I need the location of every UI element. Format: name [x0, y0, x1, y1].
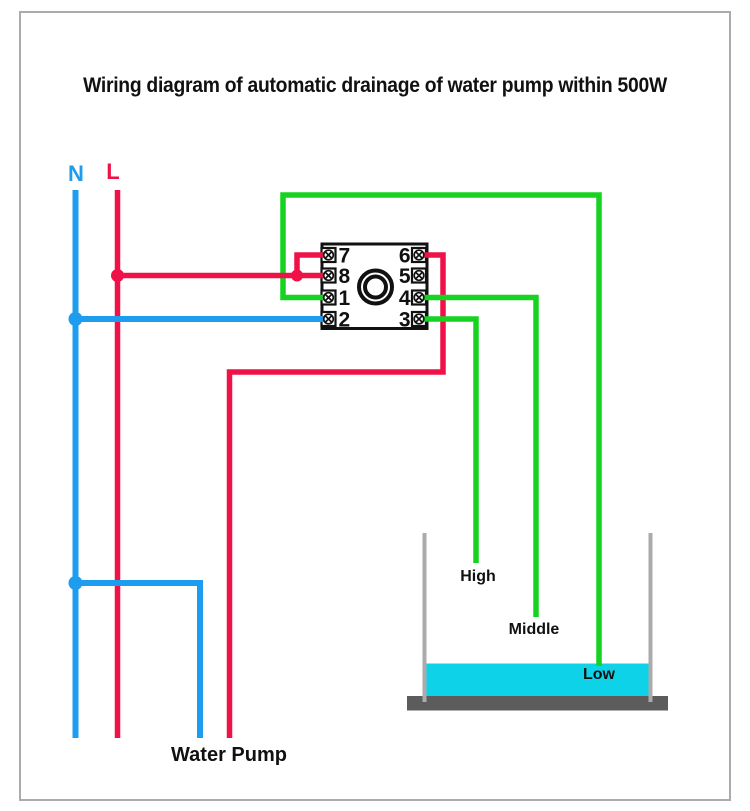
controller-ring-outer [357, 268, 394, 306]
terminal-5-label: 5 [399, 265, 411, 288]
low-probe-wire [280, 192, 602, 666]
controller-box [320, 242, 429, 330]
tank-wall-right [648, 533, 653, 702]
terminal-7: 7 [322, 245, 351, 268]
terminal-1: 1 [322, 287, 351, 310]
terminal-3-label: 3 [399, 309, 411, 332]
switched-live-to-pump-wire [226, 252, 446, 738]
high-probe-label: High [460, 568, 496, 585]
terminal-7-label: 7 [339, 245, 351, 268]
terminal-2-label: 2 [339, 309, 351, 332]
terminal-6: 6 [399, 245, 425, 268]
live-branch-junction-dot [291, 269, 303, 282]
high-probe-wire [419, 316, 479, 563]
low-probe-label: Low [583, 666, 615, 683]
middle-probe-wire [419, 294, 539, 617]
terminal-4: 4 [399, 287, 425, 310]
terminal-4-label: 4 [399, 287, 411, 310]
live-label: L [106, 159, 120, 184]
terminal-8: 8 [322, 265, 351, 288]
middle-probe-label: Middle [508, 621, 560, 638]
controller-terminals: 7 8 1 2 [322, 245, 425, 332]
live-junction-dot [111, 269, 124, 282]
live-branch-terminal7 [294, 252, 329, 276]
terminal-2: 2 [322, 309, 351, 332]
tank-wall-left [422, 533, 427, 702]
tank-base [407, 696, 668, 711]
controller-ring-inner [363, 274, 388, 300]
terminal-6-label: 6 [399, 245, 411, 268]
terminal-8-label: 8 [339, 265, 351, 288]
neutral-junction-dot-2 [68, 576, 83, 590]
diagram-frame [19, 11, 731, 801]
water-tank [407, 533, 668, 711]
controller-body [320, 242, 429, 330]
water-pump-label: Water Pump [171, 744, 287, 766]
neutral-to-pump-wire [75, 580, 203, 738]
tank-water [424, 663, 651, 697]
wires [68, 190, 602, 738]
terminal-5: 5 [399, 265, 425, 288]
terminal-3: 3 [399, 309, 425, 332]
neutral-junction-dot-1 [68, 312, 83, 326]
neutral-label: N [68, 161, 84, 186]
diagram-title: Wiring diagram of automatic drainage of … [83, 74, 667, 97]
terminal-1-label: 1 [339, 287, 351, 310]
